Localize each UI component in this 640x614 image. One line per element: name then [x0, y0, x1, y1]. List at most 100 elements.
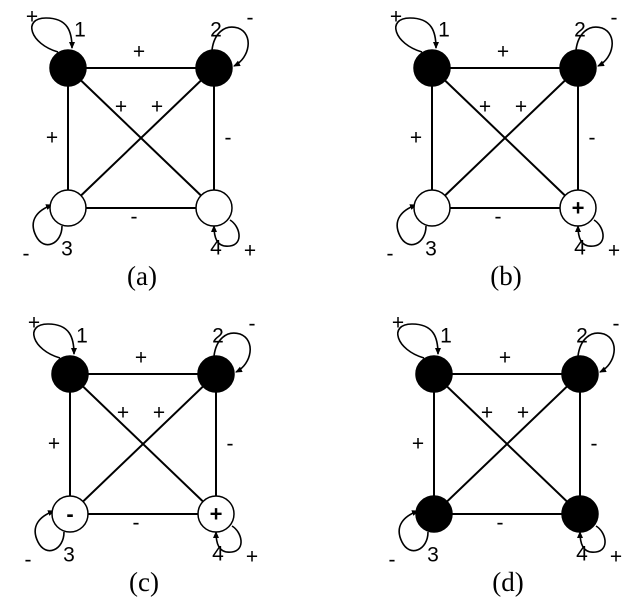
edge-sign-34: - [495, 206, 502, 229]
node-1 [49, 49, 87, 87]
node-4 [559, 189, 597, 227]
node-2 [197, 355, 235, 393]
node-number-3: 3 [61, 238, 73, 261]
edge-sign-23: + [479, 96, 491, 119]
node-number-1: 1 [438, 19, 450, 42]
loop-sign-2: - [247, 7, 254, 30]
edge-sign-12: + [133, 41, 145, 64]
node-2 [195, 49, 233, 87]
node-mark-4: + [572, 196, 585, 221]
node-number-1: 1 [74, 19, 86, 42]
node-number-2: 2 [212, 325, 224, 348]
node-4 [561, 495, 599, 533]
self-loop-2 [575, 26, 613, 67]
loop-sign-1: + [26, 6, 38, 29]
loop-sign-4: + [610, 546, 622, 569]
loop-sign-1: + [390, 6, 402, 29]
edge-23 [433, 373, 581, 515]
node-3 [415, 495, 453, 533]
edge-sign-34: - [497, 512, 504, 535]
loop-sign-1: + [392, 312, 404, 335]
node-number-1: 1 [440, 325, 452, 348]
self-loop-3 [398, 510, 429, 552]
self-loop-1 [31, 17, 75, 53]
loop-sign-3: - [387, 243, 394, 266]
node-2 [559, 49, 597, 87]
loop-sign-2: - [613, 313, 620, 336]
self-loop-2 [213, 332, 251, 373]
loop-sign-4: + [244, 240, 256, 263]
node-number-2: 2 [574, 19, 586, 42]
edge-sign-14: + [517, 402, 529, 425]
node-number-3: 3 [425, 238, 437, 261]
panel-c: ++++--+1-2-3+4-+(c) [25, 312, 259, 598]
node-number-3: 3 [427, 544, 439, 567]
node-4 [195, 189, 233, 227]
node-number-2: 2 [576, 325, 588, 348]
loop-sign-4: + [608, 240, 620, 263]
edge-sign-14: + [515, 96, 527, 119]
panel-d: ++++--+1-2-3+4(d) [389, 312, 623, 598]
self-loop-1 [397, 323, 441, 359]
node-number-3: 3 [63, 544, 75, 567]
self-loop-1 [33, 323, 77, 359]
edge-23 [69, 373, 217, 515]
node-2 [561, 355, 599, 393]
node-number-4: 4 [210, 237, 222, 260]
loop-sign-2: - [249, 313, 256, 336]
node-4 [197, 495, 235, 533]
loop-sign-2: - [611, 7, 618, 30]
edge-sign-13: + [412, 433, 424, 456]
edge-sign-24: - [591, 433, 598, 456]
panel-b: + + + + - - +1 - 2 - 3 +4 + (b) [387, 6, 621, 292]
edge-23 [67, 67, 215, 209]
self-loop-3 [396, 204, 427, 246]
self-loop-4 [577, 525, 606, 553]
node-number-1: 1 [76, 325, 88, 348]
self-loop-4 [575, 219, 604, 247]
panel-caption: (d) [492, 567, 523, 597]
edge-sign-24: - [589, 127, 596, 150]
node-mark-4: + [210, 502, 223, 527]
edge-sign-13: + [46, 127, 58, 150]
edge-sign-23: + [115, 96, 127, 119]
panel-caption: (b) [490, 261, 521, 291]
node-3 [51, 495, 89, 533]
loop-sign-3: - [25, 549, 32, 572]
edge-sign-34: - [131, 206, 138, 229]
edge-sign-14: + [151, 96, 163, 119]
node-1 [51, 355, 89, 393]
edge-sign-13: + [410, 127, 422, 150]
self-loop-2 [577, 332, 615, 373]
node-3 [413, 189, 451, 227]
edge-sign-12: + [135, 347, 147, 370]
edge-sign-24: - [225, 127, 232, 150]
panel-caption: (c) [129, 567, 159, 597]
edge-sign-23: + [117, 402, 129, 425]
node-1 [415, 355, 453, 393]
edge-sign-12: + [497, 41, 509, 64]
edge-sign-14: + [153, 402, 165, 425]
self-loop-1 [395, 17, 439, 53]
edge-sign-13: + [48, 433, 60, 456]
loop-sign-1: + [28, 312, 40, 335]
edge-23 [431, 67, 579, 209]
self-loop-3 [32, 204, 63, 246]
loop-sign-4: + [246, 546, 258, 569]
self-loop-3 [34, 510, 65, 552]
node-1 [413, 49, 451, 87]
loop-sign-3: - [23, 243, 30, 266]
self-loop-4 [213, 525, 242, 553]
panel-caption: (a) [127, 261, 157, 291]
node-number-4: 4 [576, 543, 588, 566]
self-loop-2 [211, 26, 249, 67]
node-3 [49, 189, 87, 227]
panel-a: ++++--+1-2-3+4(a) [23, 6, 257, 292]
edge-sign-12: + [499, 347, 511, 370]
edge-sign-24: - [227, 433, 234, 456]
edge-sign-23: + [481, 402, 493, 425]
node-number-4: 4 [574, 237, 586, 260]
node-mark-3: - [66, 502, 73, 527]
